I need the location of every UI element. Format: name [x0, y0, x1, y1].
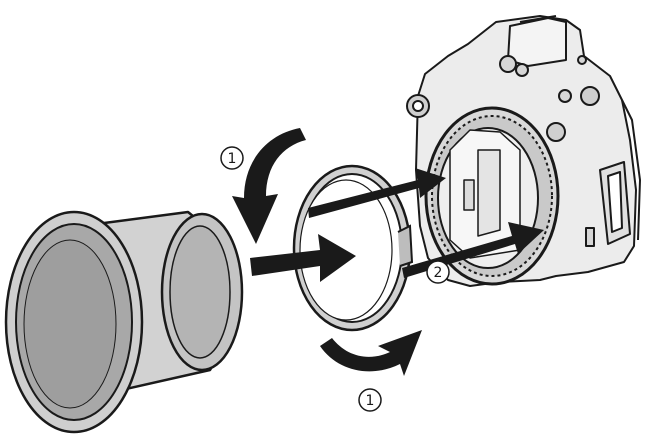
step-number: 1: [228, 151, 237, 167]
camera-housing: [406, 15, 641, 287]
lens-port: [4, 210, 244, 434]
step-label-rotate-bottom: 1: [358, 388, 382, 412]
step-number: 2: [434, 265, 443, 281]
step-number: 1: [366, 393, 375, 409]
step-label-rotate-top: 1: [220, 146, 244, 170]
curved-arrow-icon-top: [232, 128, 306, 244]
step-label-insert: 2: [426, 260, 450, 284]
curved-arrow-icon-bottom: [320, 330, 422, 376]
